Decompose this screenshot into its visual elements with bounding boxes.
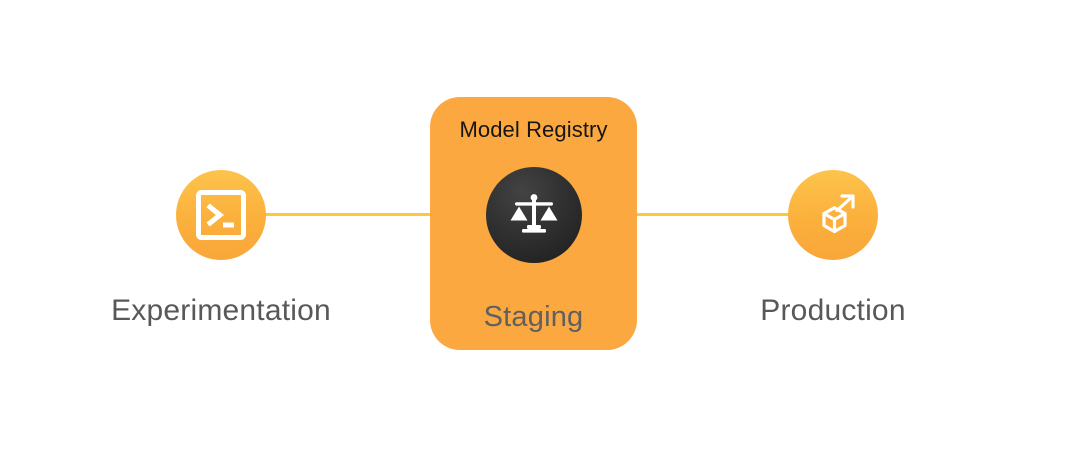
staging-panel[interactable]: Model Registry <box>430 97 637 350</box>
model-registry-title: Model Registry <box>459 117 608 142</box>
production-circle <box>788 170 878 260</box>
balance-scale-icon <box>508 189 560 241</box>
terminal-icon <box>195 189 247 241</box>
stage-node-production[interactable]: Production <box>760 170 906 327</box>
model-registry-badge[interactable] <box>485 167 582 263</box>
staging-label: Staging <box>483 301 584 333</box>
stage-node-experimentation[interactable]: Experimentation <box>111 170 331 327</box>
experimentation-circle <box>176 170 266 260</box>
connector-experimentation-to-staging <box>262 213 442 216</box>
production-label: Production <box>760 294 906 327</box>
connector-staging-to-production <box>630 213 795 216</box>
cube-arrow-icon <box>807 189 859 241</box>
experimentation-label: Experimentation <box>111 294 331 327</box>
